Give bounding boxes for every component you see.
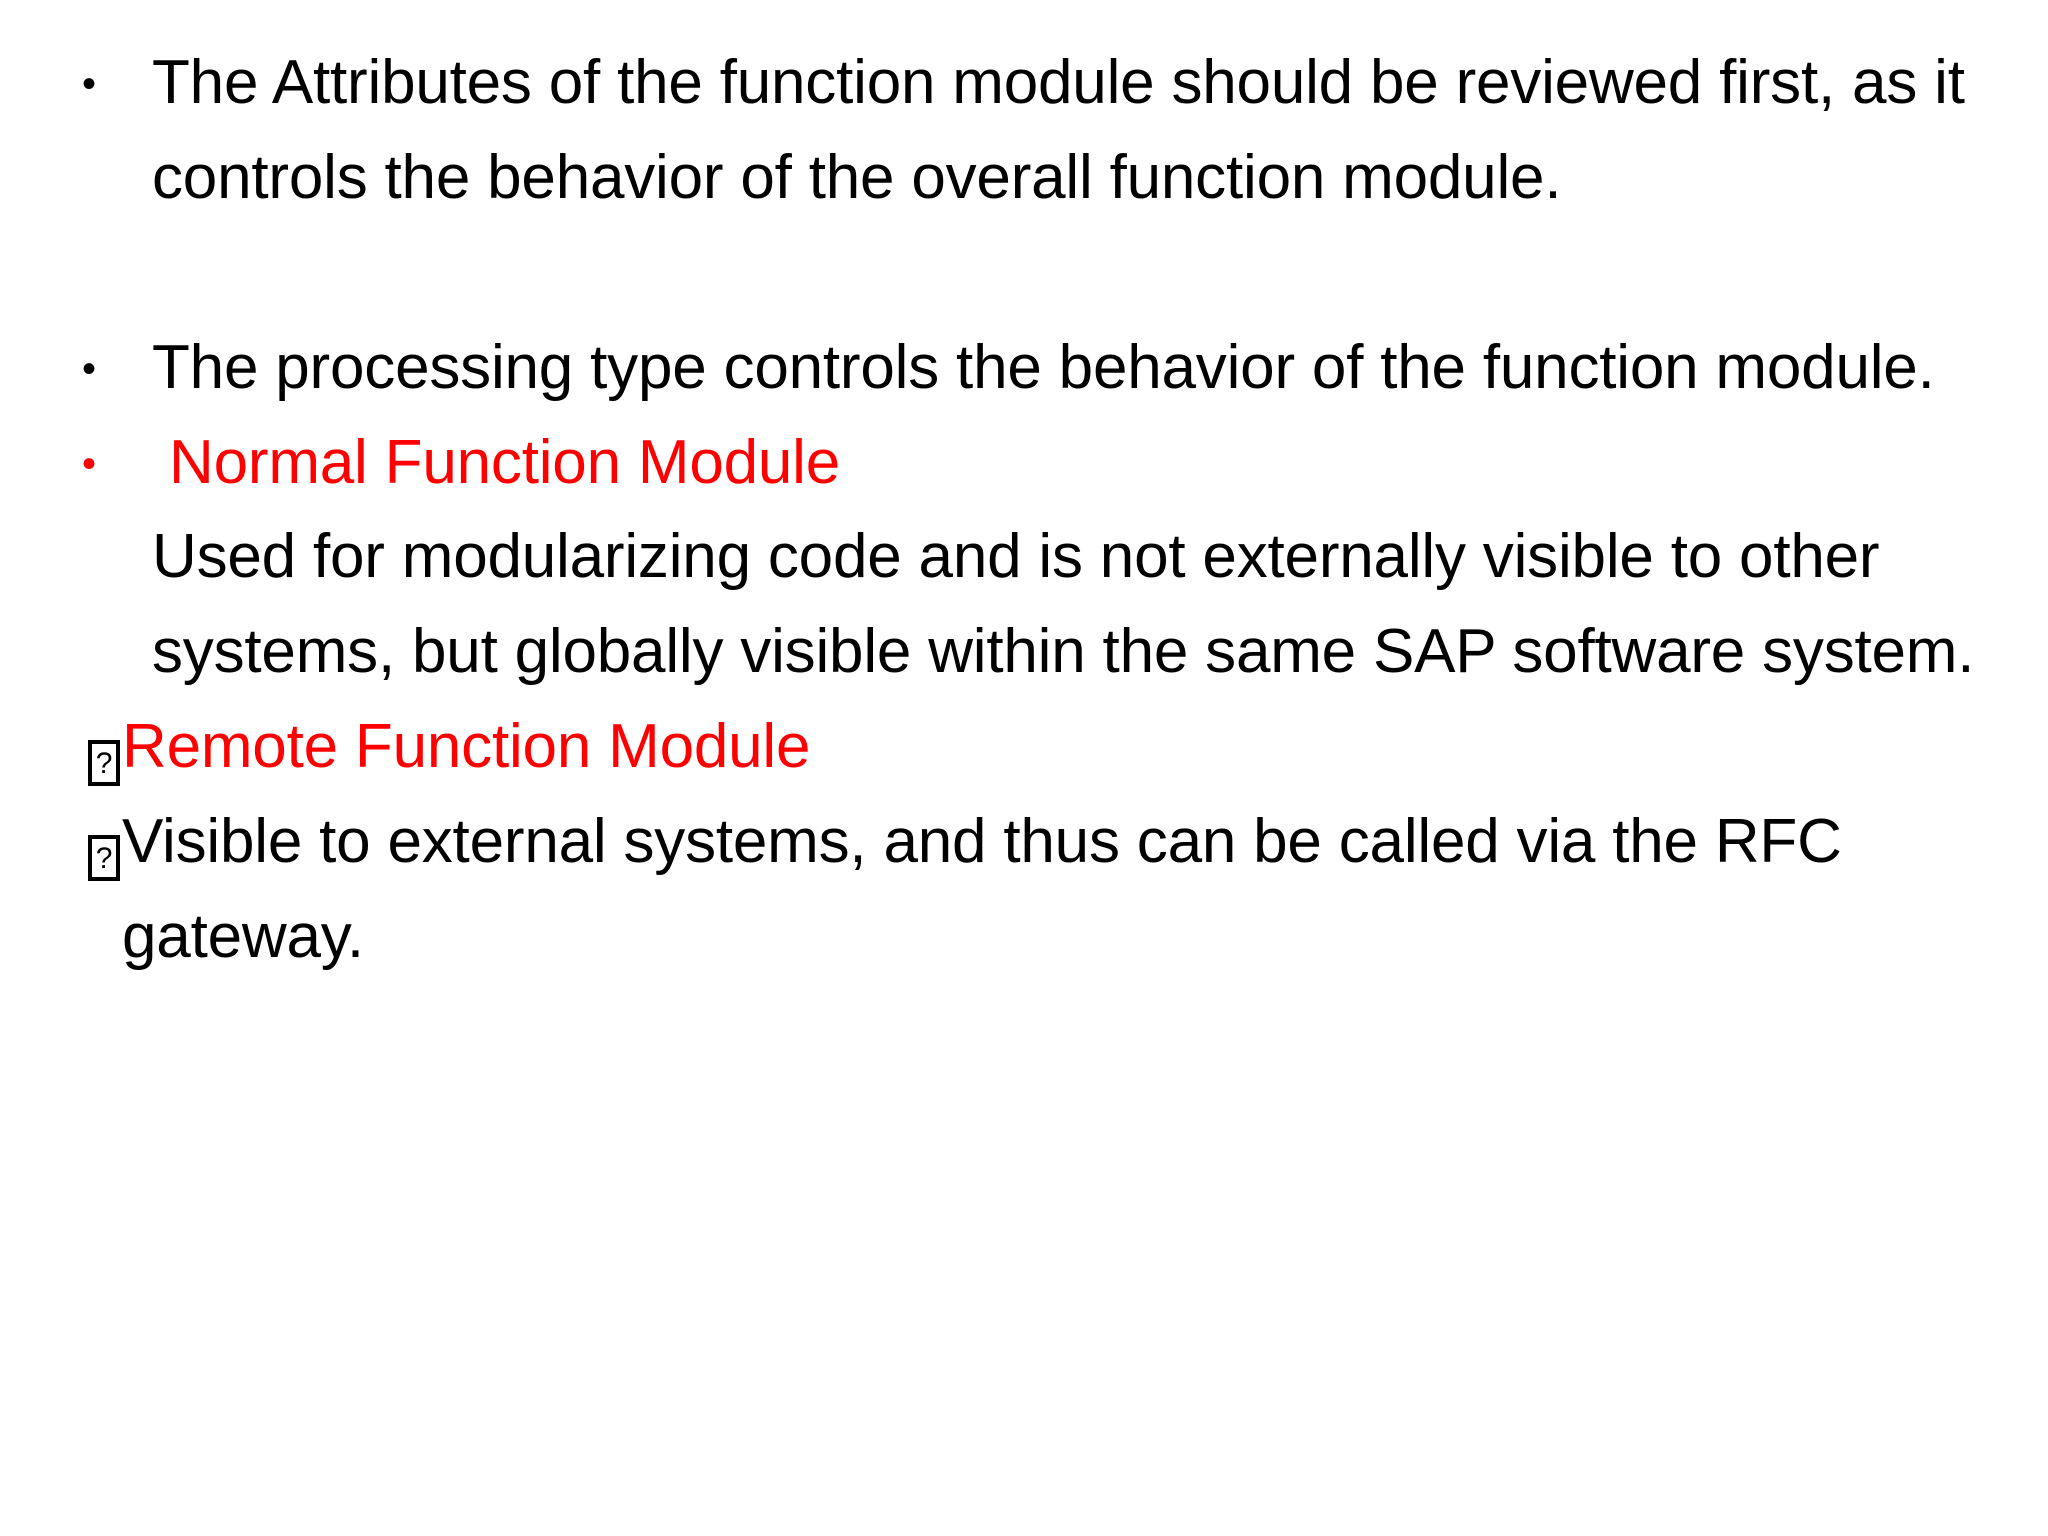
bullet-paragraph-normal-function-module: • Normal Function Module [60, 416, 1988, 511]
bullet-paragraph-remote-function-module: ? Remote Function Module [60, 700, 1988, 795]
paragraph-normal-function-module-description: Used for modularizing code and is not ex… [60, 510, 1988, 700]
bullet-text-visible-external-systems: Visible to external systems, and thus ca… [122, 807, 1842, 971]
bullet-paragraph-processing-type: • The processing type controls the behav… [60, 321, 1988, 416]
bullet-marker-disc: • [60, 36, 152, 131]
disc-bullet-icon: • [82, 62, 96, 106]
bullet-marker-disc-red: • [60, 416, 152, 511]
bullet-text-normal-function-module: Normal Function Module [152, 427, 841, 497]
disc-bullet-icon: • [82, 346, 96, 391]
bullet-text-remote-function-module: Remote Function Module [122, 712, 811, 782]
bullet-paragraph-visible-external-systems: ? Visible to external systems, and thus … [60, 795, 1988, 985]
bullet-text-processing-type: The processing type controls the behavio… [152, 332, 1935, 402]
bullet-marker-disc: • [60, 321, 152, 416]
missing-glyph-box-icon: ? [88, 740, 120, 787]
bullet-marker-missing-glyph: ? [60, 795, 122, 890]
paragraph-spacer [60, 226, 1988, 321]
bullet-paragraph-attributes: • The Attributes of the function module … [60, 36, 1988, 226]
disc-bullet-icon: • [82, 441, 96, 486]
text-normal-function-module-description: Used for modularizing code and is not ex… [152, 522, 1975, 687]
bullet-marker-missing-glyph: ? [60, 700, 122, 795]
missing-glyph-box-icon: ? [88, 835, 120, 882]
bullet-text-attributes: The Attributes of the function module sh… [152, 48, 1965, 212]
slide-body-placeholder[interactable]: • The Attributes of the function module … [0, 0, 2048, 985]
